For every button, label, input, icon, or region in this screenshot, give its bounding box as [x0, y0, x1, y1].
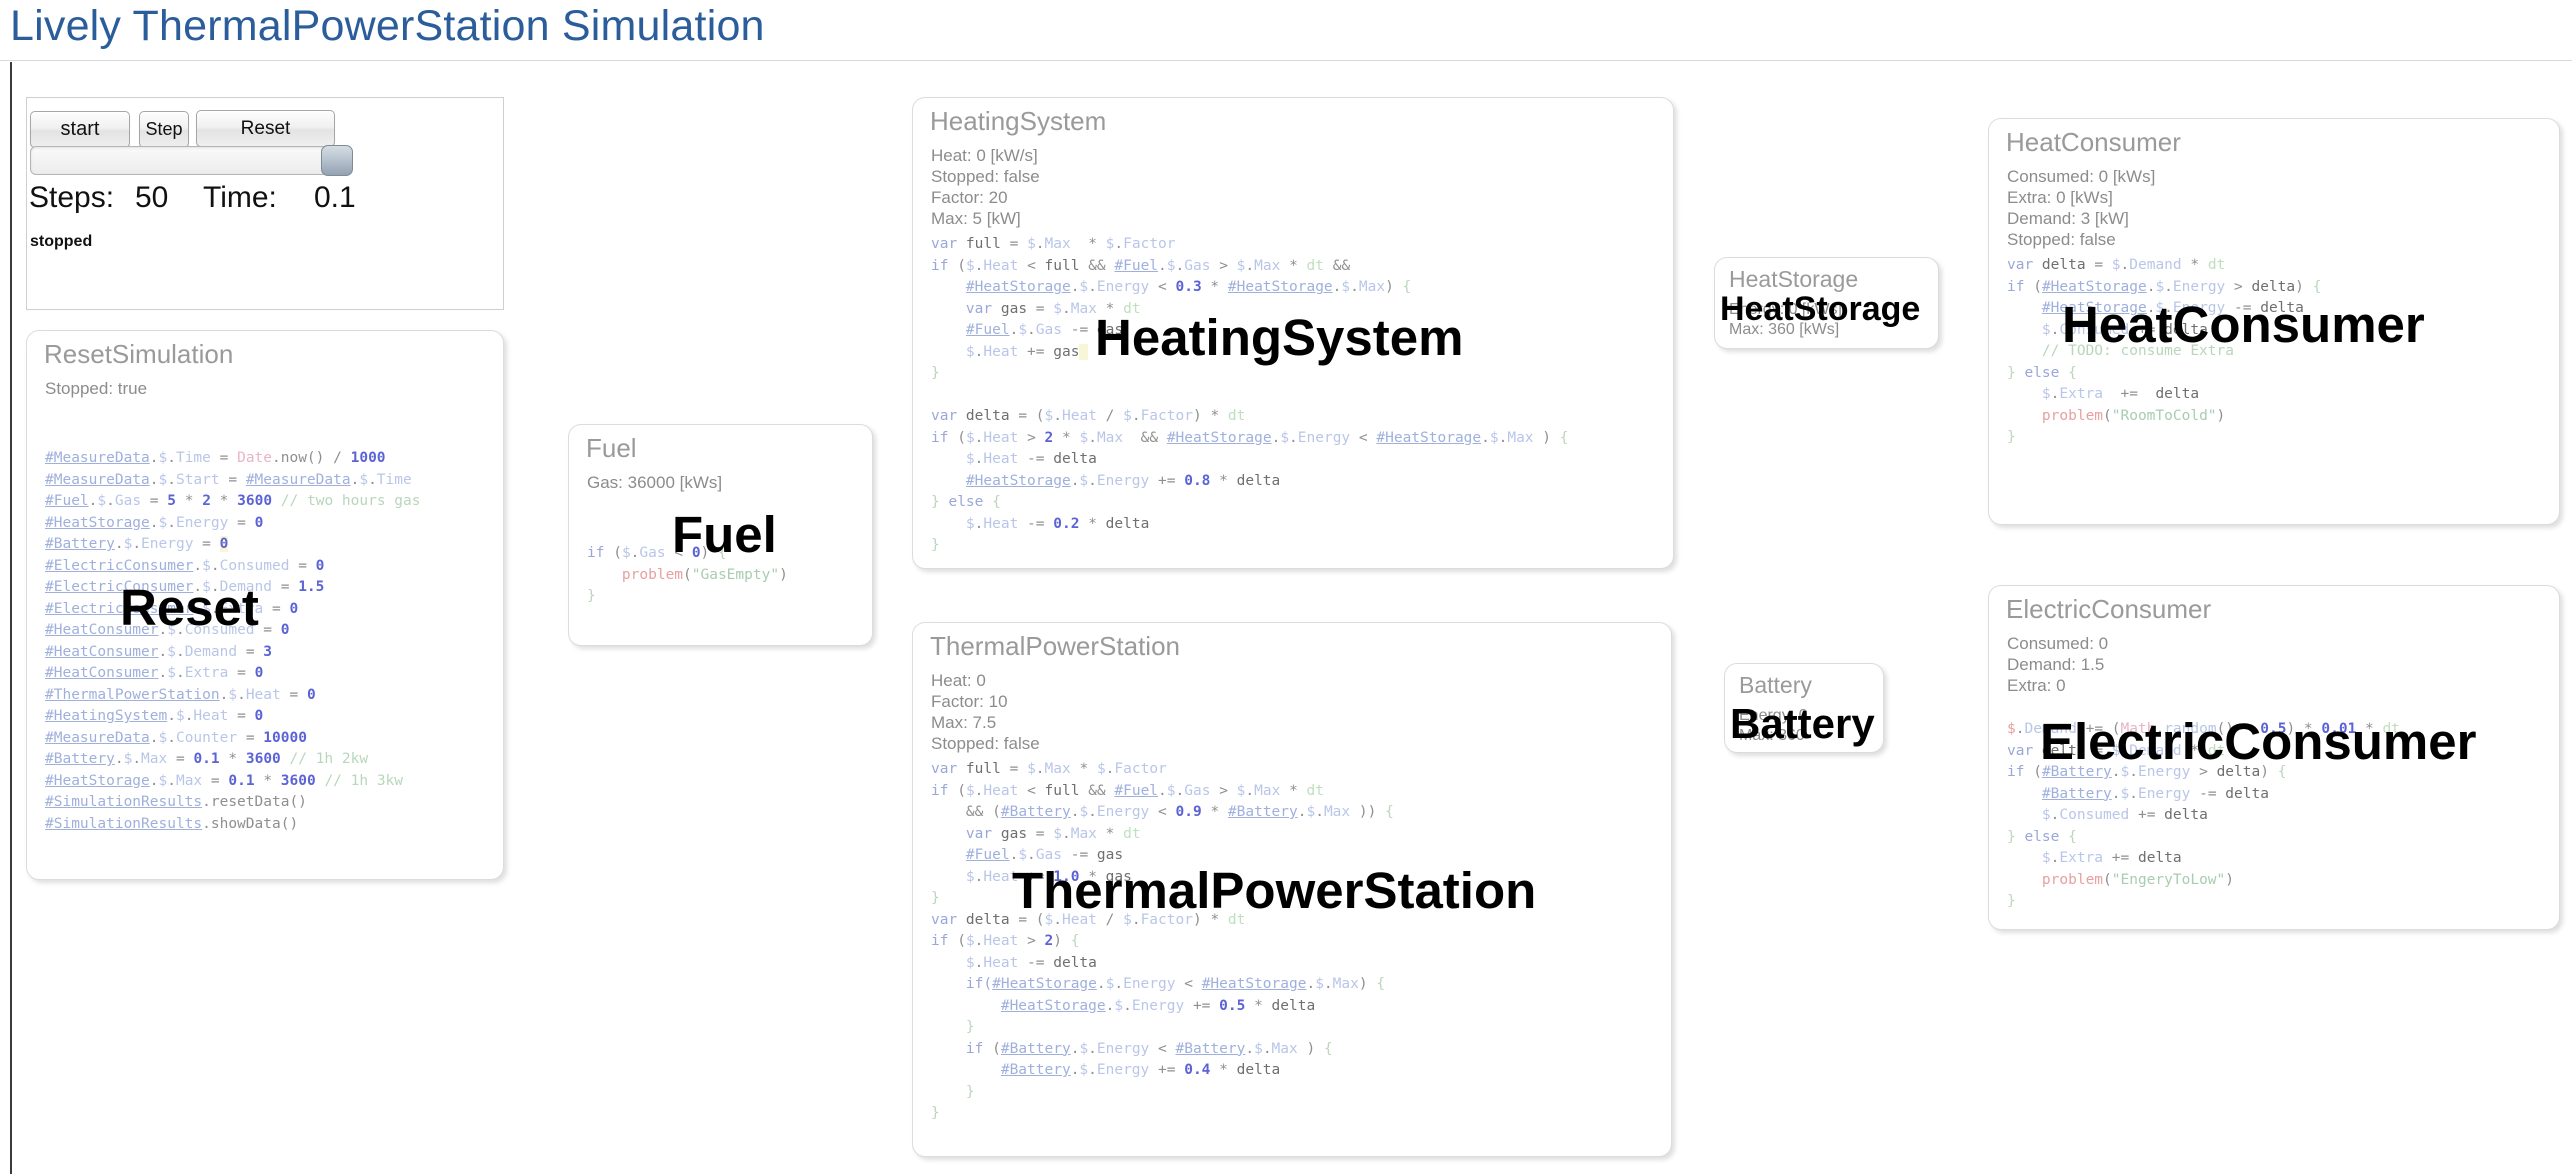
code-thermal-power-station[interactable]: var full = $.Max * $.Factor if ($.Heat <… [931, 761, 1394, 1121]
card-title-electric-consumer: ElectricConsumer [2006, 594, 2212, 624]
card-fuel[interactable]: Fuel Gas: 36000 [kWs] if ($.Gas < 0) { p… [568, 424, 873, 646]
page-left-border [10, 62, 12, 1174]
card-title-heating-system: HeatingSystem [930, 106, 1107, 136]
card-battery[interactable]: Battery Energy: 0 Max: 360 [1724, 663, 1884, 753]
step-button[interactable]: Step [139, 111, 189, 148]
overlay-label-electric-consumer: ElectricConsumer [2040, 713, 2477, 770]
card-heating-system[interactable]: HeatingSystem Heat: 0 [kW/s] Stopped: fa… [912, 97, 1674, 569]
code-reset-simulation[interactable]: #MeasureData.$.Time = Date.now() / 1000 … [45, 450, 421, 832]
overlay-label-heating-system: HeatingSystem [1095, 309, 1464, 366]
card-title-battery: Battery [1739, 672, 1812, 698]
card-title-heat-storage: HeatStorage [1729, 266, 1859, 292]
card-title-reset-simulation: ResetSimulation [44, 339, 234, 369]
page-title: Lively ThermalPowerStation Simulation [10, 2, 765, 50]
overlay-label-heat-storage: HeatStorage [1720, 290, 1921, 328]
overlay-label-thermal-power-station: ThermalPowerStation [1012, 862, 1537, 919]
card-heat-consumer[interactable]: HeatConsumer Consumed: 0 [kWs] Extra: 0 … [1988, 118, 2560, 525]
time-value: 0.1 [314, 181, 356, 214]
title-divider [0, 60, 2572, 61]
card-props-battery: Energy: 0 Max: 360 [1739, 707, 1808, 744]
card-props-thermal-power-station: Heat: 0 Factor: 10 Max: 7.5 Stopped: fal… [931, 671, 1040, 753]
overlay-label-reset: Reset [120, 579, 259, 636]
code-fuel[interactable]: if ($.Gas < 0) { problem("GasEmpty") } [587, 545, 788, 604]
code-electric-consumer[interactable]: $.Demand += (Math.random() - 0.5) * 0.01… [2007, 721, 2400, 909]
steps-label: Steps: [29, 181, 115, 214]
overlay-label-heat-consumer: HeatConsumer [2062, 296, 2425, 353]
card-props-heat-storage: Energy: 0 [kWs] Max: 360 [kWs] [1729, 301, 1842, 338]
code-heat-consumer[interactable]: var delta = $.Demand * dt if (#HeatStora… [2007, 257, 2322, 445]
overlay-label-fuel: Fuel [672, 506, 777, 563]
card-title-thermal-power-station: ThermalPowerStation [930, 631, 1180, 661]
card-props-heat-consumer: Consumed: 0 [kWs] Extra: 0 [kWs] Demand:… [2007, 167, 2156, 249]
card-heat-storage[interactable]: HeatStorage Energy: 0 [kWs] Max: 360 [kW… [1714, 257, 1939, 349]
card-props-heating-system: Heat: 0 [kW/s] Stopped: false Factor: 20… [931, 146, 1040, 228]
card-reset-simulation[interactable]: ResetSimulation Stopped: true #MeasureDa… [26, 330, 504, 880]
card-electric-consumer[interactable]: ElectricConsumer Consumed: 0 Demand: 1.5… [1988, 585, 2560, 930]
speed-slider-thumb[interactable] [321, 145, 353, 176]
time-label: Time: [203, 181, 277, 214]
card-props-electric-consumer: Consumed: 0 Demand: 1.5 Extra: 0 [2007, 634, 2109, 695]
speed-slider-track[interactable] [30, 146, 350, 175]
reset-button[interactable]: Reset [196, 110, 335, 147]
steps-value: 50 [135, 181, 169, 214]
card-title-fuel: Fuel [586, 433, 637, 463]
steps-time-readout: Steps: 50 Time: 0.1 [29, 181, 469, 215]
start-button[interactable]: start [30, 111, 130, 148]
card-props-fuel: Gas: 36000 [kWs] [587, 473, 723, 492]
code-heating-system[interactable]: var full = $.Max * $.Factor if ($.Heat <… [931, 236, 1569, 553]
overlay-label-battery: Battery [1730, 700, 1875, 747]
simulation-status-text: stopped [30, 233, 93, 250]
card-props-reset-simulation: Stopped: true [45, 379, 148, 398]
card-thermal-power-station[interactable]: ThermalPowerStation Heat: 0 Factor: 10 M… [912, 622, 1672, 1157]
card-title-heat-consumer: HeatConsumer [2006, 127, 2181, 157]
